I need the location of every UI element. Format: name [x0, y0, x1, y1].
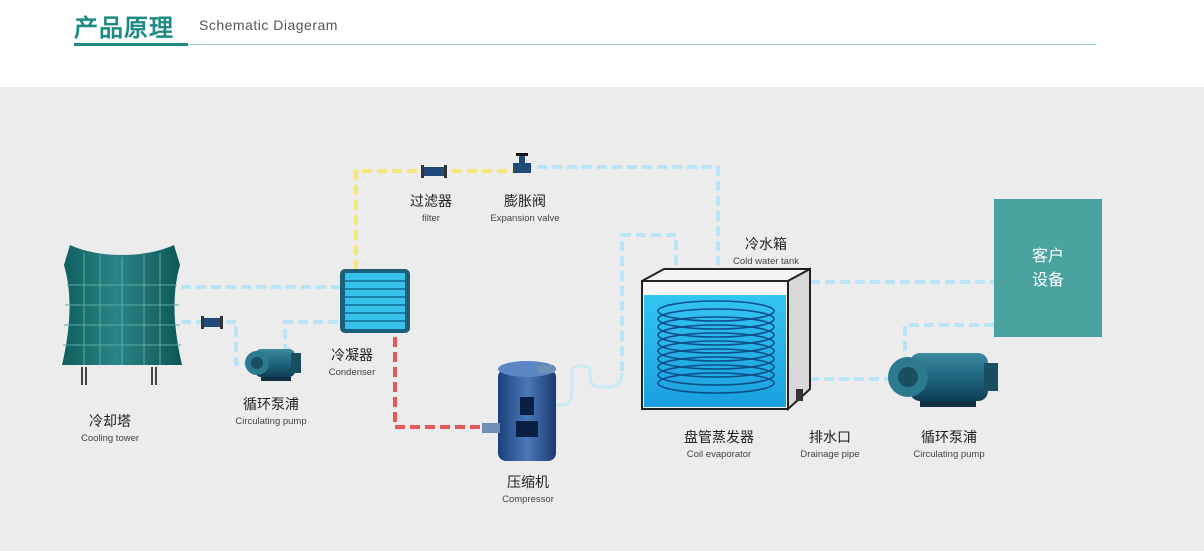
label-pump-left: 循环泵浦 Circulating pump — [235, 394, 306, 427]
filter-name: 过滤器 — [410, 194, 452, 210]
drain-valve — [796, 389, 803, 401]
customer-equipment-box: 客户设备 — [994, 199, 1102, 337]
cooling-tower — [62, 245, 182, 385]
cold-water-tank-name-en: Cold water tank — [732, 256, 800, 267]
label-drainage: 排水口 Drainage pipe — [800, 427, 859, 460]
pump-right-name-en: Circulating pump — [913, 449, 985, 460]
drainage-name: 排水口 — [809, 430, 851, 446]
condenser-name-en: Condenser — [328, 367, 376, 378]
section-title: 产品原理 — [74, 14, 174, 42]
chilled-water-pipes — [808, 280, 994, 381]
pipe-suction-loop — [552, 364, 624, 407]
label-pump-right: 循环泵浦 Circulating pump — [913, 427, 984, 460]
expansion-valve-icon — [513, 153, 531, 173]
filter-name-en: filter — [422, 213, 440, 224]
pipe-condenser-to-valve — [354, 169, 522, 270]
left-circulating-pump — [245, 349, 301, 381]
label-cooling-tower: 冷却塔 Cooling tower — [81, 411, 139, 444]
pipe-compressor-to-condenser — [393, 337, 485, 429]
condenser — [340, 269, 410, 333]
label-compressor: 压缩机 Compressor — [502, 472, 554, 505]
expansion-valve-name: 膨胀阀 — [504, 194, 546, 210]
cold-water-tank-name: 冷水箱 — [744, 237, 787, 253]
filter-icon — [421, 165, 447, 178]
pipe-tower-to-pump — [181, 320, 246, 366]
label-coil-evaporator: 盘管蒸发器 Coil evaporator — [684, 427, 754, 460]
pump-left-name-en: Circulating pump — [235, 416, 307, 427]
header-divider — [74, 44, 1096, 45]
coil-evaporator-name-en: Coil evaporator — [686, 449, 752, 460]
compressor — [482, 361, 556, 461]
header-underline-accent — [74, 43, 188, 46]
label-cold-water-tank: 冷水箱 Cold water tank — [733, 234, 799, 267]
refrigerant-pipes — [354, 165, 720, 429]
coil-evaporator-coil — [657, 300, 775, 394]
section-header: 产品原理 Schematic Diageram — [74, 6, 1096, 50]
right-circulating-pump — [888, 353, 998, 407]
coil-evaporator-name: 盘管蒸发器 — [684, 430, 754, 446]
customer-label-line1: 客户 — [1031, 246, 1064, 265]
cooling-tower-name-en: Cooling tower — [80, 433, 140, 444]
cooling-tower-name: 冷却塔 — [89, 414, 131, 430]
expansion-valve-name-en: Expansion valve — [490, 213, 560, 224]
pump-right-name: 循环泵浦 — [920, 430, 977, 446]
label-expansion-valve: 膨胀阀 Expansion valve — [490, 191, 559, 224]
section-subtitle: Schematic Diageram — [199, 17, 338, 33]
pump-left-name: 循环泵浦 — [242, 397, 299, 413]
customer-label-line2: 设备 — [1031, 270, 1064, 289]
pipe-valve-to-evaporator — [522, 165, 720, 265]
inline-filter-left — [201, 316, 223, 329]
cold-water-tank — [641, 267, 811, 412]
label-filter: 过滤器 filter — [410, 191, 452, 224]
condenser-name: 冷凝器 — [330, 348, 373, 364]
schematic-diagram — [62, 153, 998, 461]
label-condenser: 冷凝器 Condenser — [329, 345, 375, 378]
pipe-evaporator-out — [620, 233, 678, 373]
drainage-name-en: Drainage pipe — [800, 449, 860, 460]
compressor-name: 压缩机 — [507, 475, 549, 491]
compressor-name-en: Compressor — [502, 494, 554, 505]
